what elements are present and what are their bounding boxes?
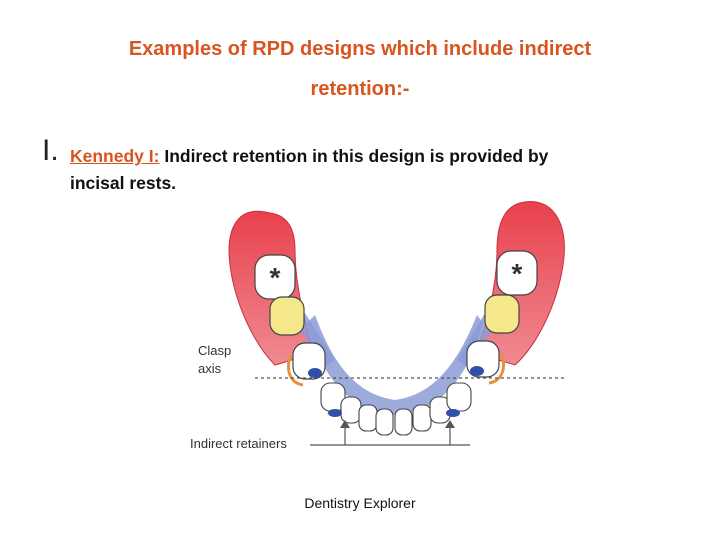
left-asterisk-mark: * <box>270 262 281 293</box>
slide-title-line2: retention:- <box>310 78 410 100</box>
right-artificial-premolar <box>484 294 520 334</box>
right-asterisk-mark: * <box>512 258 523 289</box>
left-clasp-arm <box>287 354 304 387</box>
slide-title-line1: Examples of RPD designs which include in… <box>128 38 592 60</box>
left-retainer-arrowhead <box>340 420 350 428</box>
list-item-text: Kennedy I: Indirect retention in this de… <box>70 143 670 197</box>
item-description: Indirect retention in this design is pro… <box>159 146 549 166</box>
kennedy-class-term: Kennedy I: <box>70 146 160 166</box>
right-retainer-arrowhead <box>445 420 455 428</box>
right-occlusal-rest <box>470 366 484 376</box>
clasp-label: Clasp <box>198 343 231 358</box>
left-artificial-premolar <box>269 296 305 336</box>
anterior-teeth <box>320 382 472 436</box>
list-numeral: I. <box>42 134 59 167</box>
axis-label: axis <box>198 361 222 376</box>
lingual-bar-connector <box>307 315 483 415</box>
rpd-design-figure: * * Clasp axis Indirect retainers <box>190 201 567 451</box>
right-incisal-rest <box>446 409 460 417</box>
footer-credit: Dentistry Explorer <box>304 495 416 511</box>
indirect-retainers-label: Indirect retainers <box>190 436 287 451</box>
right-artificial-molar <box>496 250 538 296</box>
left-incisal-rest <box>328 409 342 417</box>
left-occlusal-rest <box>308 368 322 378</box>
right-clasp-arm <box>488 352 505 385</box>
item-description-continued: incisal rests. <box>70 173 177 193</box>
